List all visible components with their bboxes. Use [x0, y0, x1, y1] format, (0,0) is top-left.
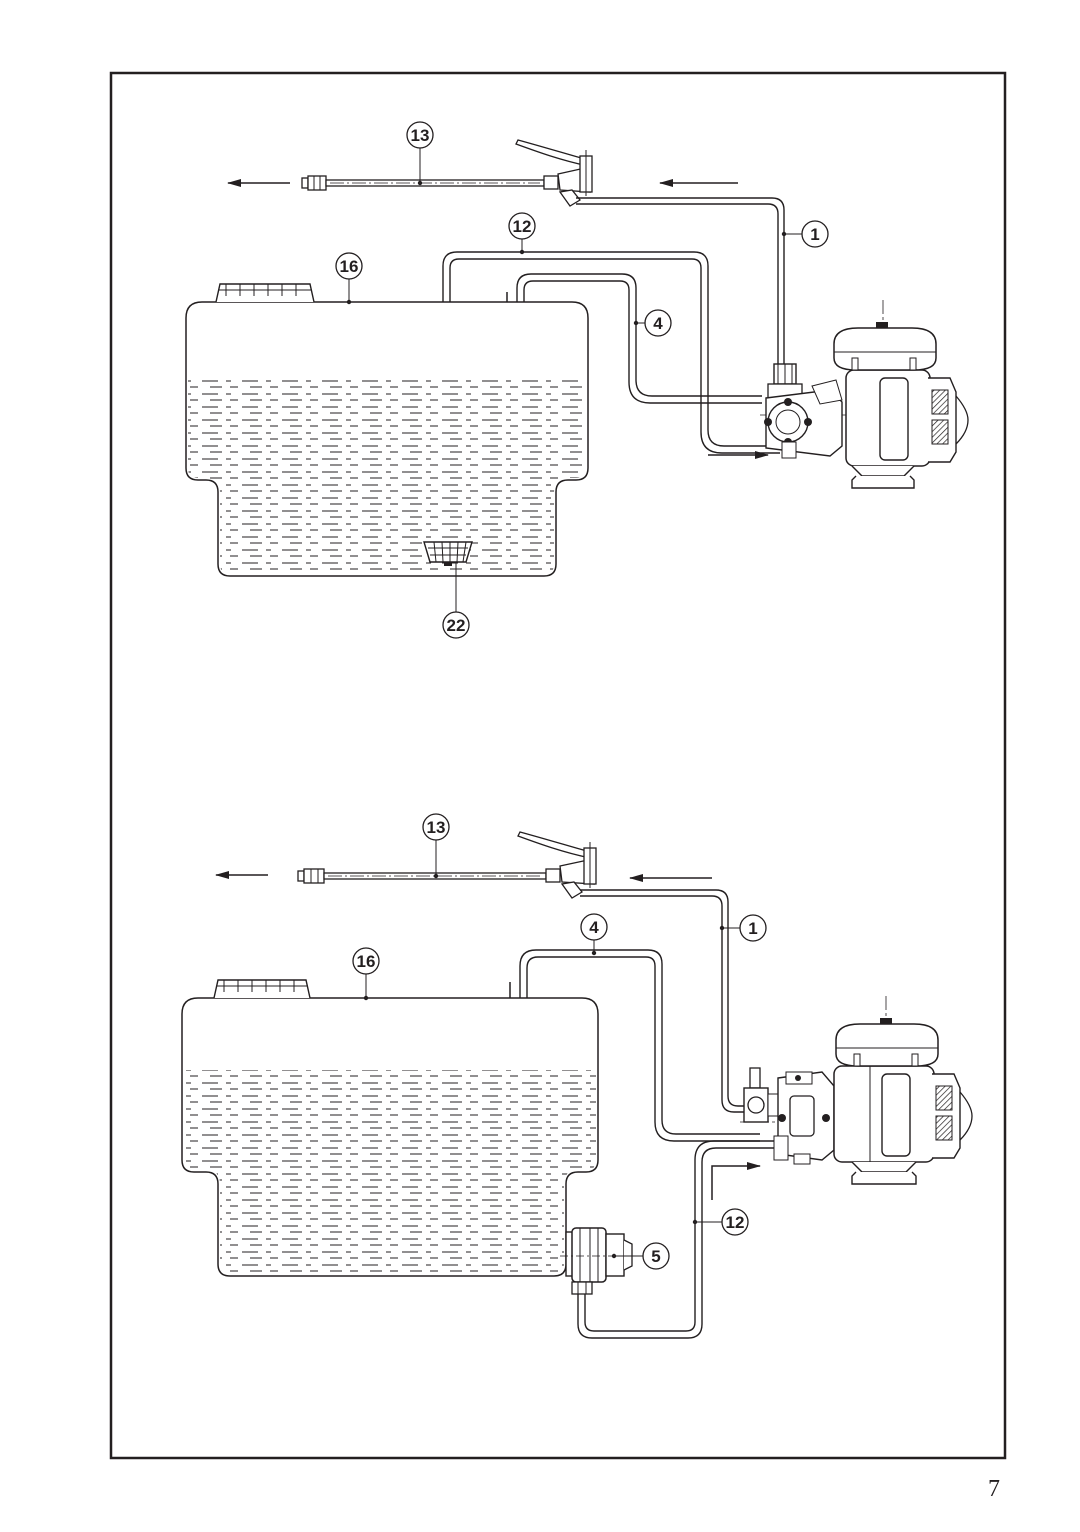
callout-label: 1 — [810, 225, 819, 244]
callout-4: 4 — [580, 913, 608, 956]
callout-12: 12 — [692, 1208, 749, 1236]
callout-label: 4 — [589, 918, 599, 937]
hose-1 — [576, 197, 785, 372]
spray-lance — [301, 139, 593, 207]
callout-label: 1 — [748, 919, 757, 938]
diagram-bottom: 13 1 4 16 12 5 — [181, 813, 973, 1339]
callout-16: 16 — [335, 252, 363, 305]
callout-label: 4 — [653, 314, 663, 333]
callout-label: 12 — [726, 1213, 745, 1232]
hose-4 — [519, 949, 760, 1142]
callout-13: 13 — [406, 121, 434, 186]
callout-label: 16 — [340, 257, 359, 276]
callout-5: 5 — [611, 1242, 670, 1270]
tank-16 — [185, 283, 589, 577]
callout-label: 22 — [447, 616, 466, 635]
callout-label: 5 — [651, 1247, 660, 1266]
spray-lance — [297, 831, 597, 899]
flow-arrow-suction — [711, 1162, 761, 1200]
tank-16 — [181, 979, 599, 1277]
callout-1: 1 — [719, 914, 767, 942]
suction-filter-5 — [560, 1227, 640, 1295]
hose-1 — [580, 889, 746, 1113]
callout-label: 13 — [411, 126, 430, 145]
hose-4 — [516, 273, 762, 416]
diagram-top: 13 12 1 16 4 22 — [185, 121, 969, 639]
page-frame — [109, 71, 1007, 1460]
hose-12 — [442, 251, 780, 546]
hose-12 — [577, 1140, 776, 1339]
callout-4: 4 — [633, 309, 672, 337]
callout-label: 13 — [427, 818, 446, 837]
callout-22: 22 — [442, 562, 470, 639]
callout-16: 16 — [352, 947, 380, 1001]
strainer-basket-22 — [423, 541, 473, 566]
callout-label: 16 — [357, 952, 376, 971]
callout-13: 13 — [422, 813, 450, 879]
pump-engine-unit — [760, 300, 969, 489]
callout-1: 1 — [781, 220, 829, 248]
page-number: 7 — [988, 1476, 1000, 1502]
callout-label: 12 — [513, 217, 532, 236]
callout-12: 12 — [508, 212, 536, 255]
pump-engine-unit — [740, 996, 973, 1185]
